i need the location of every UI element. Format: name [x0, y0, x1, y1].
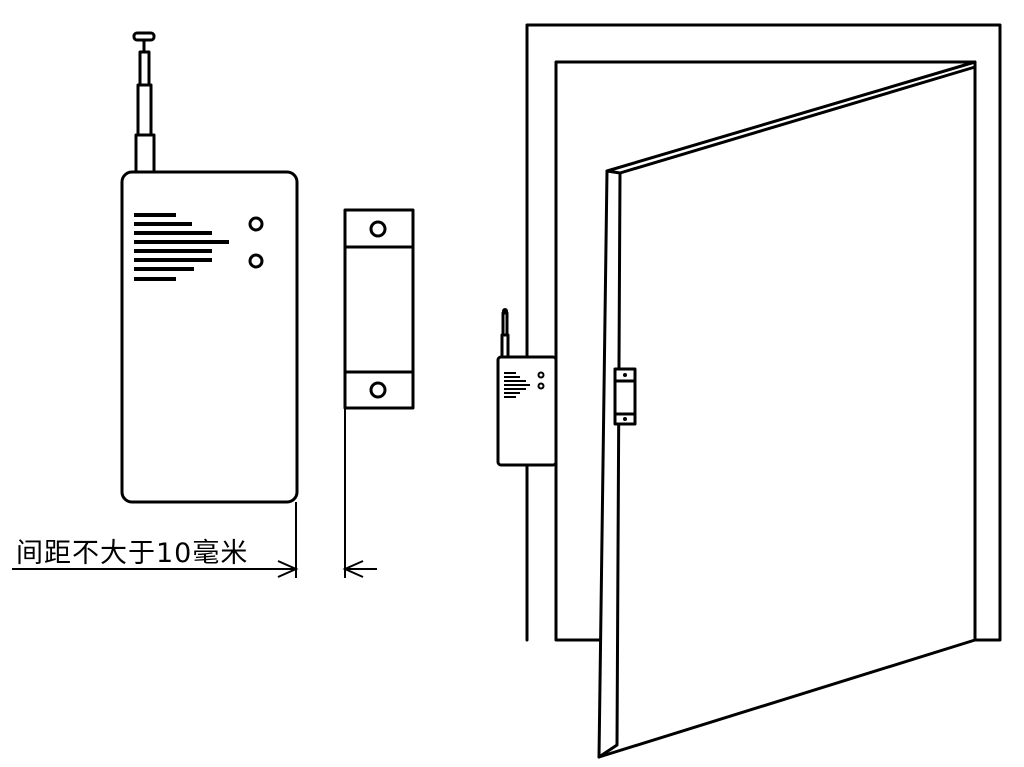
antenna-icon: [132, 31, 156, 174]
transmitter-body: [120, 170, 299, 504]
magnet-large: [343, 208, 415, 410]
screw-hole-icon: [369, 381, 387, 399]
transmitter-small: [496, 308, 558, 467]
gap-label: 间距不大于10毫米: [16, 538, 248, 569]
indicator-light-icon: [537, 382, 545, 390]
speaker-grille-icon: [134, 213, 229, 281]
gap-dimension: 间距不大于10毫米: [12, 408, 377, 578]
screw-hole-icon: [623, 417, 627, 421]
indicator-light-icon: [248, 216, 264, 232]
indicator-light-icon: [537, 371, 545, 379]
transmitter-large: [120, 31, 299, 504]
screw-hole-icon: [623, 373, 627, 377]
speaker-grille-icon: [504, 372, 530, 398]
antenna-icon: [500, 308, 510, 359]
magnet-small: [613, 367, 637, 426]
door-leaf: [597, 60, 977, 759]
screw-hole-icon: [369, 220, 387, 238]
indicator-light-icon: [248, 253, 264, 269]
